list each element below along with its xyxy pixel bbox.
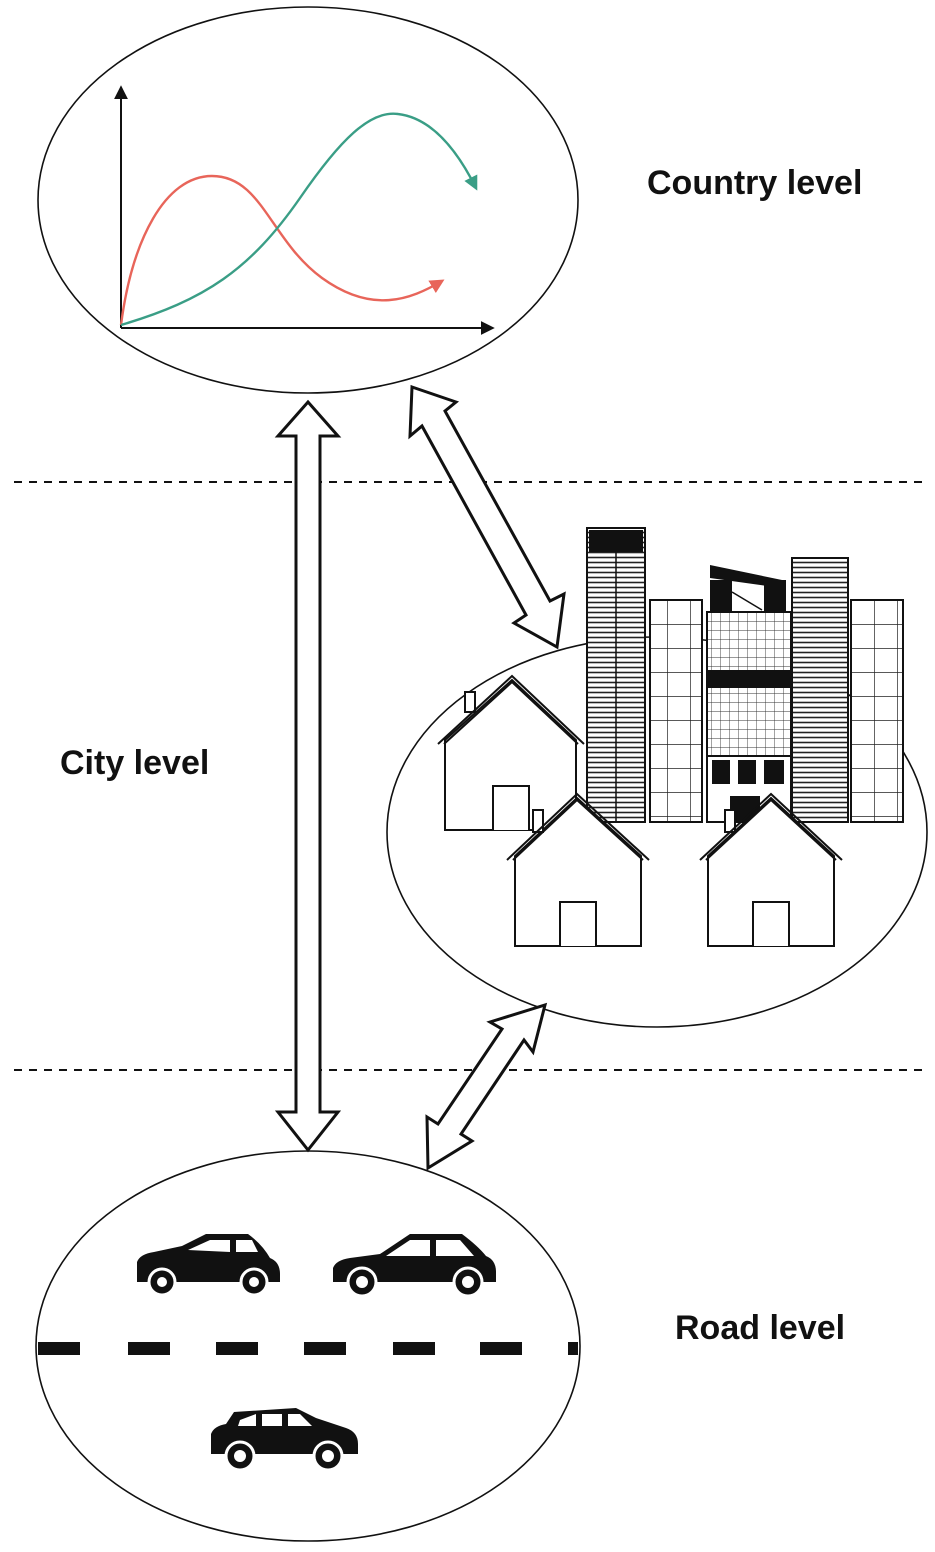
car-icon xyxy=(137,1234,280,1297)
road-level-label: Road level xyxy=(675,1309,846,1347)
road-lane-dashes xyxy=(38,1342,578,1355)
double-arrow-country-city xyxy=(408,384,566,650)
car-icon xyxy=(211,1408,358,1472)
road-node xyxy=(35,1150,581,1542)
car-icon xyxy=(333,1234,496,1298)
city-level-label: City level xyxy=(60,744,210,782)
cars-on-road-icon xyxy=(38,1234,578,1472)
growth-curves-chart-icon xyxy=(114,85,495,335)
country-level-label: Country level xyxy=(647,164,863,202)
double-arrow-city-road xyxy=(425,1002,548,1171)
city-node xyxy=(386,527,928,1028)
country-node xyxy=(37,6,579,394)
houses-and-skyscrapers-icon xyxy=(437,527,904,947)
double-arrow-country-road xyxy=(274,399,342,1153)
